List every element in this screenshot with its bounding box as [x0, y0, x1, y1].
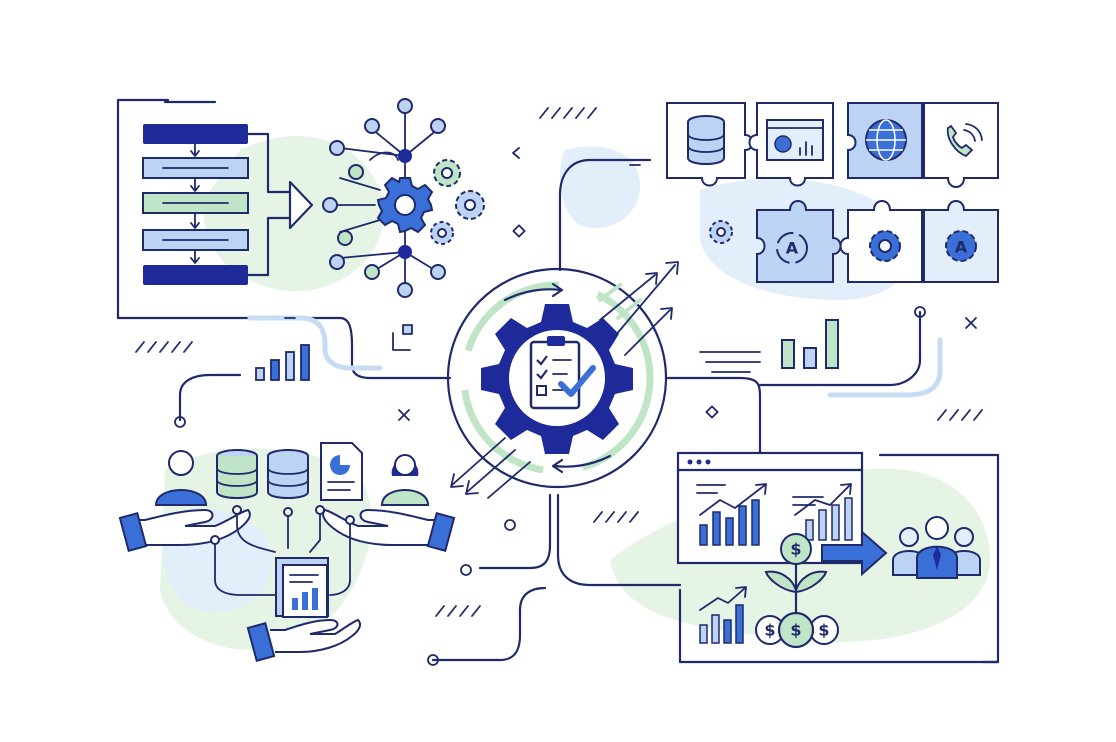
ai-puzzle-icon: A: [923, 200, 999, 283]
globe-puzzle-icon: [847, 102, 923, 179]
dollar-sign: $: [818, 621, 829, 640]
connector-lines: [116, 98, 1000, 664]
database-puzzle-icon: [666, 102, 754, 187]
dollar-sign: $: [790, 621, 801, 640]
report-chart-icon: [275, 557, 329, 618]
dollar-sign: $: [790, 540, 801, 559]
phone-puzzle-icon: [923, 102, 999, 188]
report-document-icon: [320, 442, 363, 501]
dashboard-puzzle-icon: [748, 102, 834, 187]
small-gear-icon: [709, 220, 733, 244]
puzzle-integrations: A A: [666, 102, 999, 283]
hand-icon: [246, 618, 361, 662]
small-bar-chart-icon: [255, 344, 310, 381]
person-icon: [154, 450, 208, 506]
hand-icon: [118, 508, 251, 552]
gear-puzzle-icon: [839, 200, 923, 283]
bar-chart-icon: [699, 319, 839, 373]
database-icon: [216, 449, 258, 499]
automation-puzzle-icon: A: [756, 200, 842, 283]
central-gear-checklist-icon: [446, 261, 679, 499]
gear-network-icon: [322, 98, 485, 298]
database-icon: [267, 449, 309, 499]
workflow-flowchart-icon: [142, 124, 314, 285]
decorative-hatches: [135, 107, 983, 666]
team-people-icon: [892, 516, 981, 579]
data-sharing-hands-icon: [118, 442, 456, 662]
dollar-sign: $: [764, 621, 775, 640]
woman-icon: [380, 454, 430, 506]
arrow-to-team-icon: [821, 529, 888, 577]
ai-letter: A: [955, 238, 968, 257]
hand-icon: [322, 508, 456, 552]
money-plant-icon: $ $ $ $: [755, 533, 839, 649]
mini-bar-chart-icon: [699, 586, 747, 644]
automation-letter: A: [786, 239, 799, 258]
